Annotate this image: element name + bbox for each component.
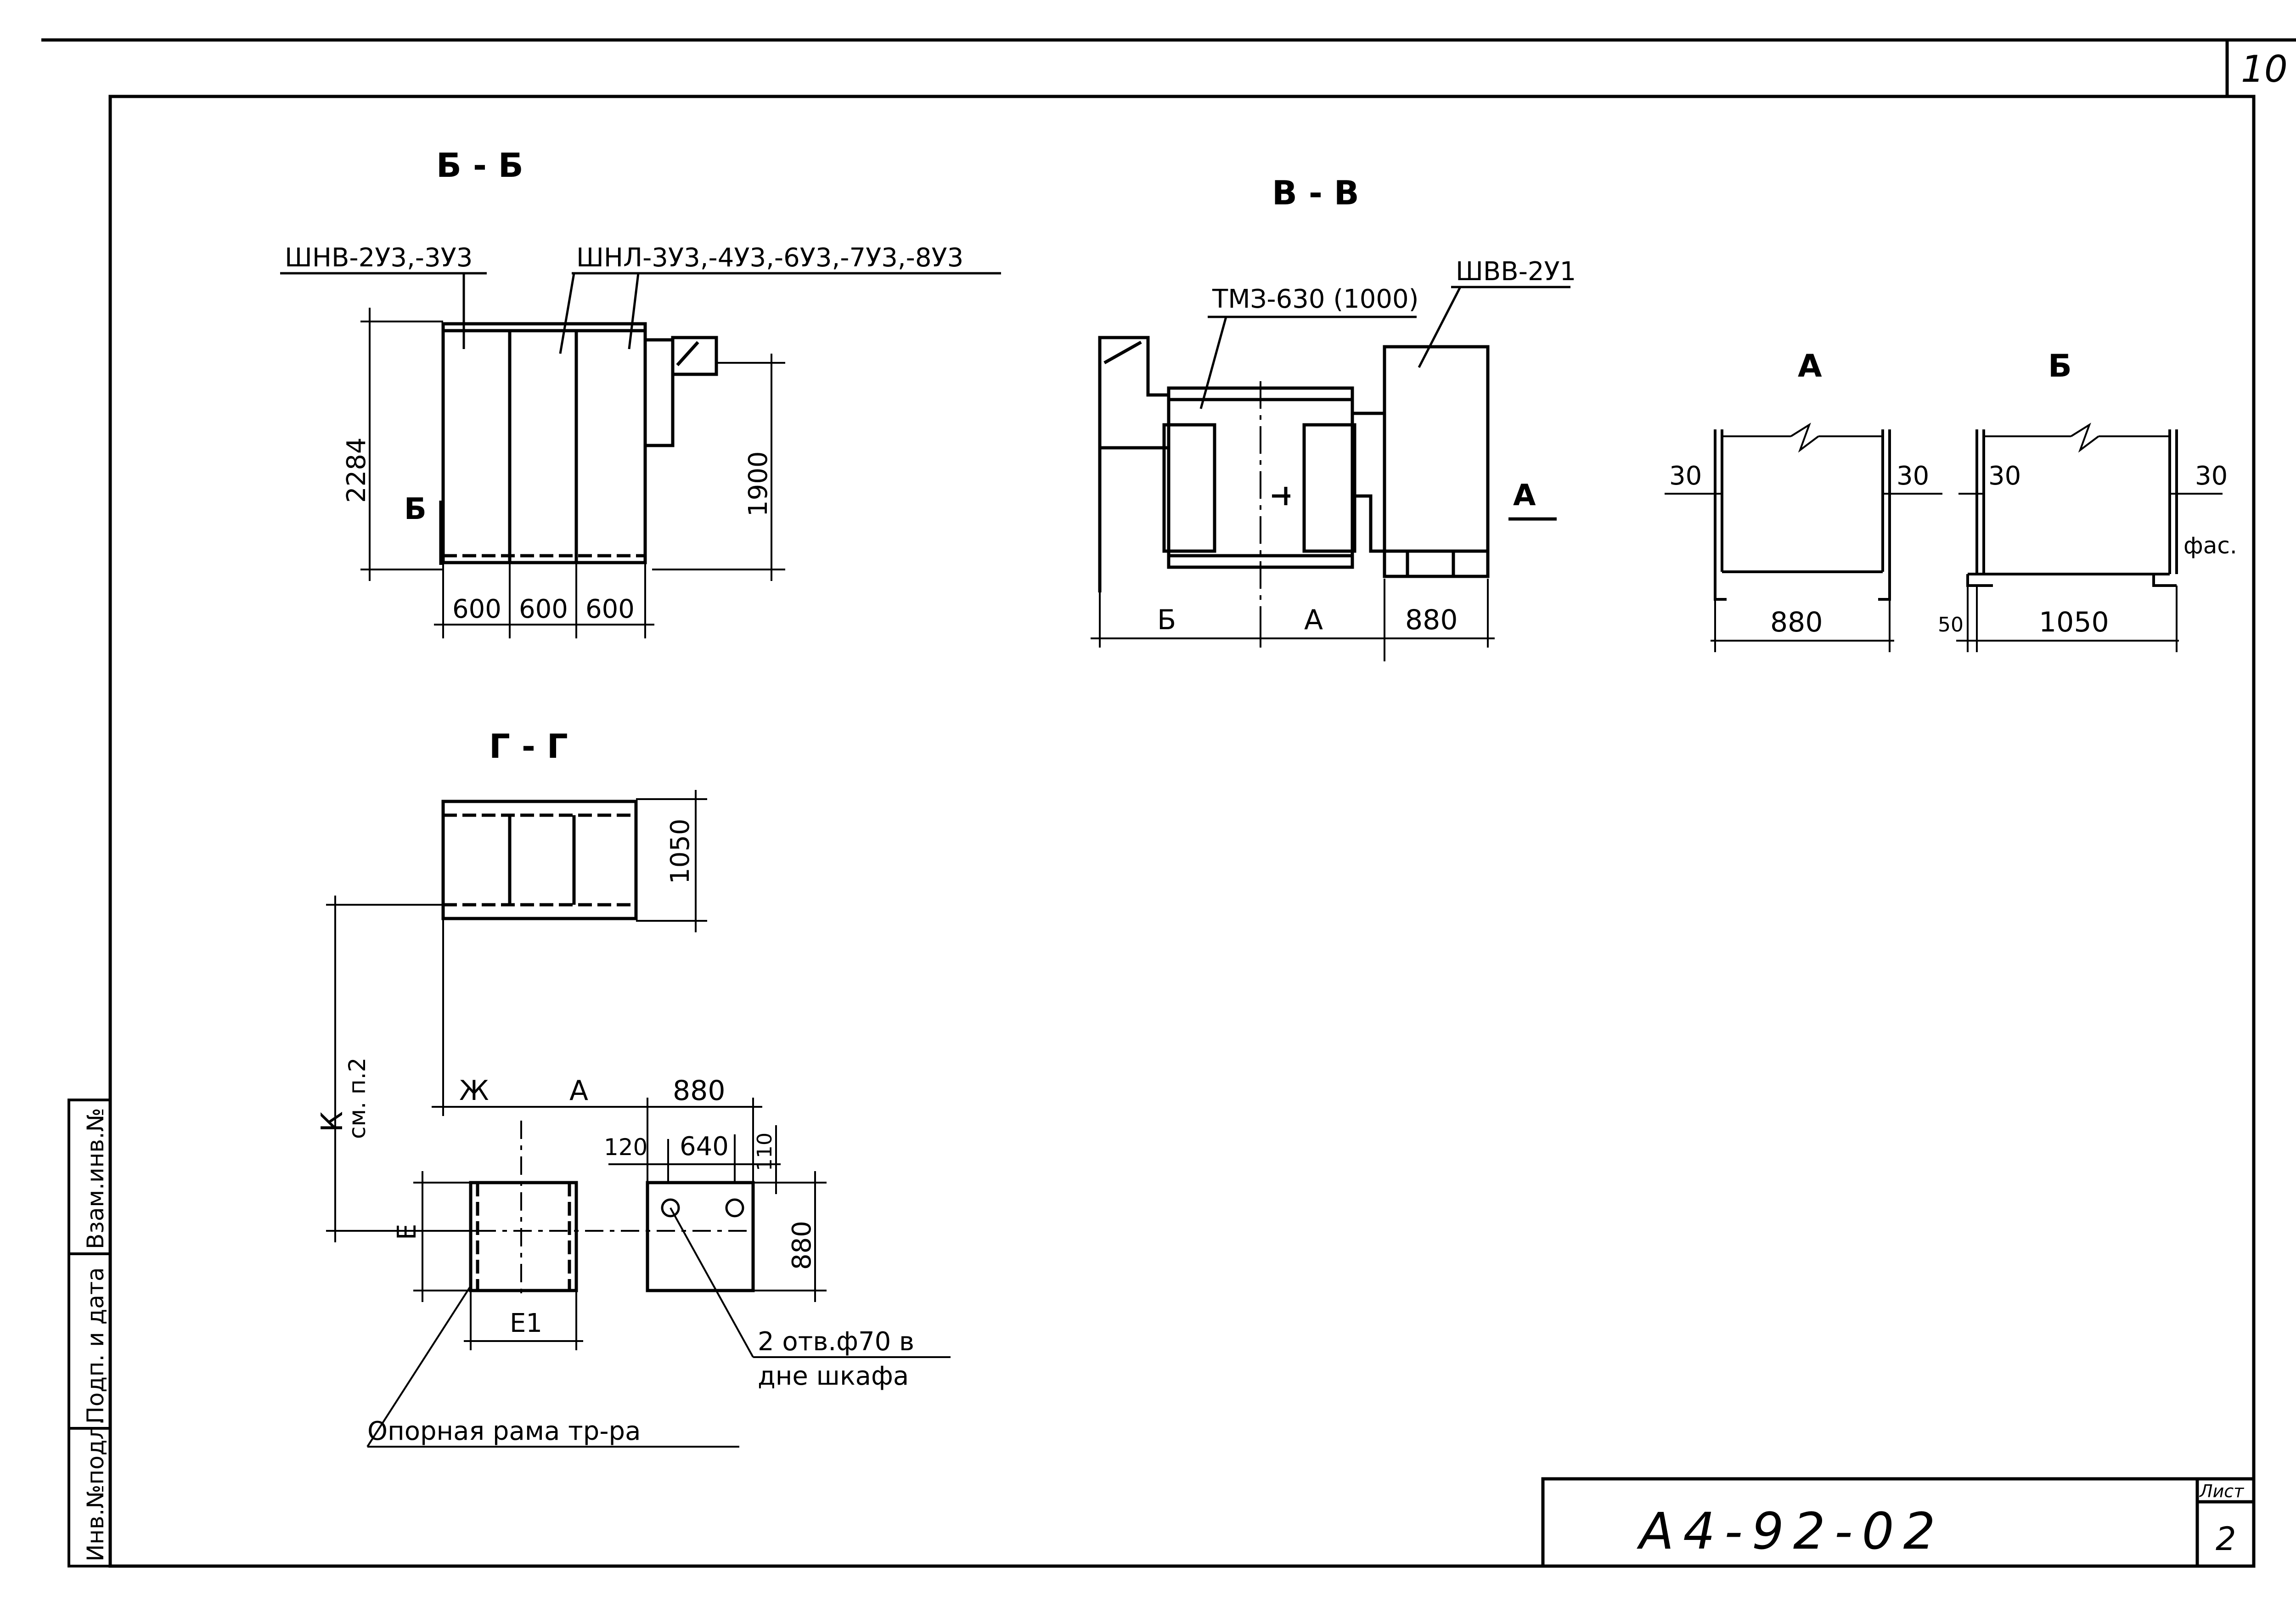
section-vv-title: В - В [1272,174,1359,212]
view-b-dim-left: 30 [1988,461,2021,491]
section-gg-dim-880-v: 880 [787,1221,817,1270]
view-b-note: фас. [2183,532,2237,559]
section-gg-dim-640: 640 [680,1132,729,1161]
view-a-dim-right: 30 [1896,461,1929,491]
section-bb: Б - Б ШНВ-2У3,-3У3 ШНЛ-3У3,-4У3,-6У3,-7У… [280,146,1001,638]
section-gg-dim-zh: Ж [459,1075,489,1107]
section-gg-dim-k-note: см. п.2 [344,1058,371,1139]
view-b-dim-right: 30 [2195,461,2228,491]
section-gg-dim-depth: 1050 [665,818,695,884]
section-gg-title: Г - Г [489,727,568,766]
doc-code: А4-92-02 [1637,1502,1945,1561]
page-number: 10 [2241,48,2288,90]
view-a: А 30 30 880 [1665,348,1942,652]
section-bb-width-2: 600 [519,594,568,624]
section-bb-arrow-label: Б [404,492,427,526]
section-gg-dim-k: К [315,1111,349,1132]
section-gg-note-holes-2: дне шкафа [758,1361,909,1391]
section-bb-width-3: 600 [585,594,635,624]
section-vv-dim-b: Б [1157,604,1176,636]
section-gg-dim-e: Е [392,1224,422,1240]
section-gg-dim-110: 110 [753,1133,777,1171]
view-b-dim-offset: 50 [1938,613,1964,637]
section-bb-dim-side: 1900 [743,451,773,517]
section-vv-label-cabinet: ШВВ-2У1 [1456,257,1576,287]
view-b-title: Б [2048,348,2072,384]
section-vv-dim-a: А [1304,604,1323,636]
section-gg-note-holes-1: 2 отв.ф70 в [758,1327,914,1357]
stamp-podp-data: Подп. и дата [82,1267,109,1424]
section-gg-dim-120: 120 [604,1134,647,1161]
view-b: Б 30 30 фас. 50 1050 [1938,348,2237,652]
sheet-label: Лист [2199,1481,2245,1501]
view-b-dim-width: 1050 [2039,606,2109,638]
section-bb-title: Б - Б [436,146,523,185]
view-a-dim-left: 30 [1669,461,1702,491]
sheet-number: 2 [2216,1520,2236,1558]
section-vv-label-transformer: ТМЗ-630 (1000) [1212,284,1419,314]
section-vv-arrow-label: А [1513,479,1536,513]
section-bb-width-1: 600 [452,594,501,624]
view-a-dim-width: 880 [1770,606,1823,638]
view-a-title: А [1798,348,1822,384]
section-gg: Г - Г [315,727,951,1448]
section-bb-dim-height: 2284 [342,437,371,503]
section-vv: В - В ТМЗ-630 (1000) ШВВ-2У1 [1091,174,1576,661]
left-stamp [68,1099,112,1567]
title-block [1541,1477,2254,1566]
stamp-vzam-inv: Взам.инв.№ [82,1108,109,1249]
section-gg-dim-880: 880 [673,1075,726,1107]
section-gg-dim-a: А [569,1075,588,1107]
section-bb-label-left: ШНВ-2У3,-3У3 [285,243,473,273]
section-bb-label-right: ШНЛ-3У3,-4У3,-6У3,-7У3,-8У3 [576,243,963,273]
section-vv-dim-880: 880 [1405,604,1458,636]
drawing-frame [41,38,2296,1568]
section-gg-dim-e1: Е1 [510,1308,542,1338]
section-gg-note-frame: Опорная рама тр-ра [367,1416,641,1446]
stamp-inv-podl: Инв.№подл. [82,1418,109,1562]
